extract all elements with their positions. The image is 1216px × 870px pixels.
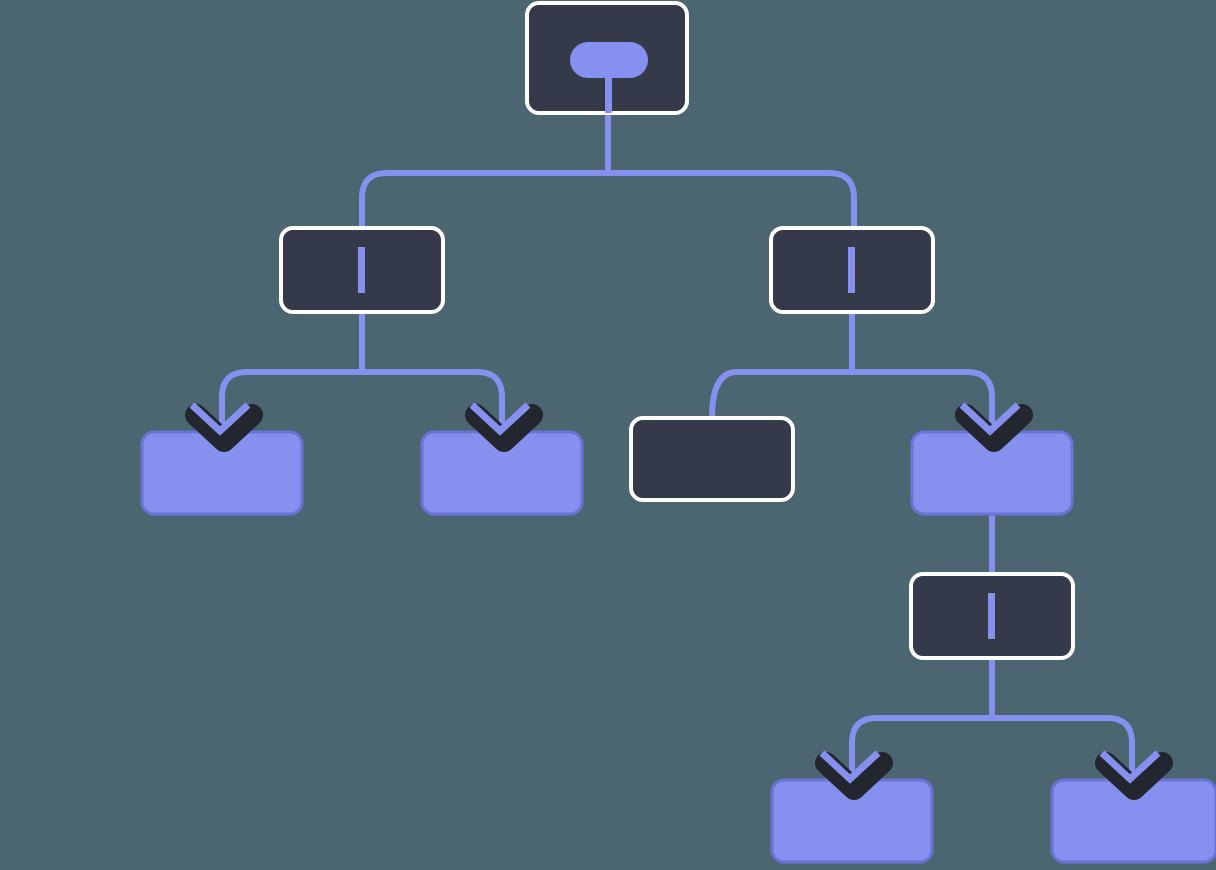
arrowhead-icon — [189, 402, 251, 436]
edges-layer — [219, 113, 1135, 780]
arrowhead-leaf-e — [815, 750, 893, 800]
arrowhead-leaf-a — [185, 402, 263, 452]
dark-node-body[interactable] — [629, 416, 795, 502]
arrowhead-shadow-icon — [815, 752, 893, 800]
root-node[interactable] — [525, 1, 689, 115]
arrowhead-shadow-icon — [465, 404, 543, 452]
node-inner-bar-icon — [848, 247, 855, 293]
nodes-layer — [140, 1, 1216, 864]
node-inner-pill-icon — [570, 42, 648, 78]
edge-level1-bus — [359, 170, 857, 228]
node-inner-bar-icon — [988, 593, 995, 639]
level1-right-node[interactable] — [769, 226, 935, 314]
edge-level1-left-children-bus — [219, 369, 505, 432]
edge-level1-right-children-bus — [709, 369, 995, 432]
arrowhead-icon — [819, 750, 881, 784]
arrowhead-shadow-icon — [185, 404, 263, 452]
arrowhead-leaf-b — [465, 402, 543, 452]
level2-dark-node[interactable] — [629, 416, 795, 502]
node-inner-bar-icon — [358, 247, 365, 293]
arrowhead-icon — [959, 402, 1021, 436]
edge-level3-children-bus — [849, 715, 1135, 780]
arrowhead-shadow-icon — [1095, 752, 1173, 800]
arrowheads-layer — [185, 402, 1173, 800]
level3-right-node[interactable] — [909, 572, 1075, 660]
arrowhead-shadow-icon — [955, 404, 1033, 452]
level1-left-node[interactable] — [279, 226, 445, 314]
arrowhead-leaf-d — [955, 402, 1033, 452]
arrowhead-icon — [1099, 750, 1161, 784]
node-inner-stem-icon — [605, 66, 612, 113]
arrowhead-leaf-f — [1095, 750, 1173, 800]
arrowhead-icon — [469, 402, 531, 436]
